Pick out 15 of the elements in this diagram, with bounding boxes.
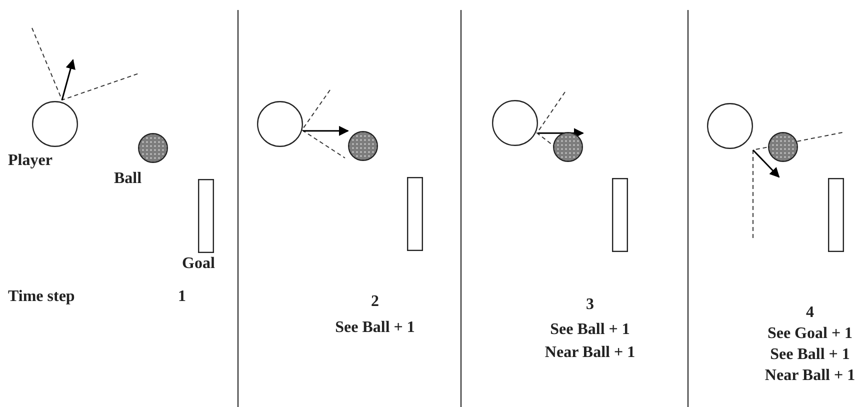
reward-text: Near Ball + 1 [764, 367, 856, 385]
node-label: Player [8, 152, 52, 170]
reward-text: See Ball + 1 [335, 319, 415, 337]
heading-arrow [303, 126, 349, 136]
axis-label: Time step [8, 288, 75, 306]
reward-text: Near Ball + 1 [544, 344, 636, 362]
time-step-number: 2 [371, 293, 379, 311]
time-step-number: 1 [178, 288, 186, 306]
node-label: Goal [182, 255, 215, 273]
reward-text: See Ball + 1 [770, 346, 850, 364]
node-label: Ball [114, 170, 142, 188]
reward-text: See Ball + 1 [550, 321, 630, 339]
time-step-number: 4 [806, 304, 814, 322]
time-step-number: 3 [586, 296, 594, 314]
reward-text: See Goal + 1 [767, 325, 853, 343]
